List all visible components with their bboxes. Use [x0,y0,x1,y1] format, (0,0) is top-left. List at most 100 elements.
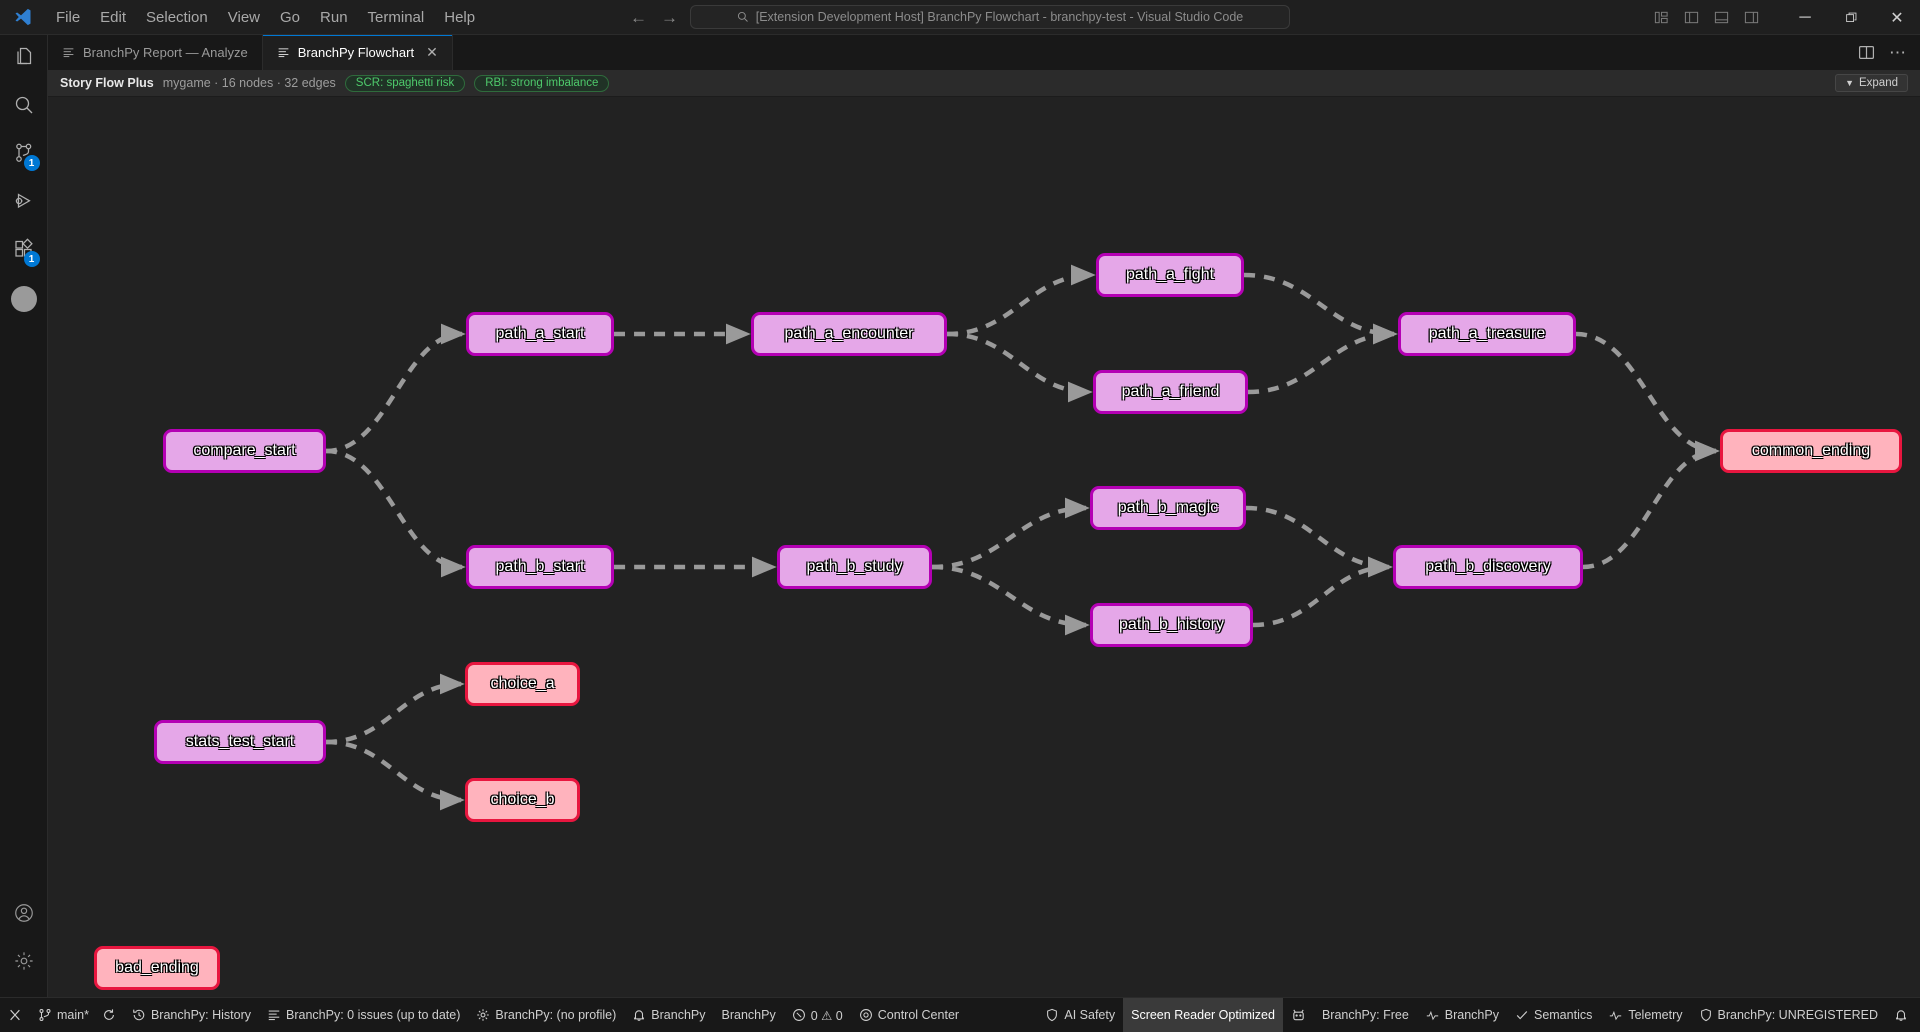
menu-item-go[interactable]: Go [280,8,301,26]
status-branchpy-free-label: BranchPy: Free [1321,1008,1409,1022]
status-branchpy-pulse[interactable]: BranchPy [1417,998,1507,1032]
flowchart-node-choice_a[interactable]: choice_a [465,662,580,706]
flowchart-node-path_b_discovery[interactable]: path_b_discovery [1393,545,1583,589]
flowchart-node-path_a_treasure[interactable]: path_a_treasure [1398,312,1576,356]
check-icon [1515,1008,1529,1022]
flowchart-edges [325,264,1720,811]
accounts-button[interactable] [0,891,48,939]
flowchart-edge-path_b_history-to-path_b_discovery [1252,556,1393,628]
sidebar-item-run-and-debug[interactable] [0,179,48,227]
window-controls-area: ─ ✕ [1648,0,1920,35]
toggle-primary-sidebar-icon[interactable] [1678,5,1704,31]
toggle-secondary-sidebar-icon[interactable] [1738,5,1764,31]
flowchart-node-path_b_study[interactable]: path_b_study [777,545,932,589]
status-branchpy-profile[interactable]: BranchPy: (no profile) [468,998,624,1032]
menu-item-terminal[interactable]: Terminal [367,8,425,26]
preview-icon [277,46,290,59]
status-branch[interactable]: main* [30,998,124,1032]
status-ai-safety[interactable]: AI Safety [1037,998,1123,1032]
forward-icon[interactable]: → [661,7,678,27]
circle-icon [10,286,37,312]
gear-icon [476,1008,490,1022]
manage-settings-button[interactable] [0,939,48,987]
status-branchpy-history[interactable]: BranchPy: History [124,998,259,1032]
status-branchpy-unregistered[interactable]: BranchPy: UNREGISTERED [1691,998,1886,1032]
menu-item-file[interactable]: File [56,8,81,26]
expand-button[interactable]: ▼ Expand [1835,74,1908,92]
flowchart-node-path_a_fight[interactable]: path_a_fight [1096,253,1244,297]
menu-item-help[interactable]: Help [444,8,476,26]
back-icon[interactable]: ← [630,7,647,27]
status-remote-indicator[interactable] [0,998,30,1032]
flowchart-node-label: path_b_discovery [1425,558,1551,575]
sync-icon[interactable] [102,1008,116,1022]
flowchart-node-label: path_a_encounter [784,325,914,342]
command-center[interactable]: [Extension Development Host] BranchPy Fl… [690,5,1290,29]
source-control-icon [12,141,36,170]
vscode-logo-icon [0,0,46,35]
status-branchpy-plain-label: BranchPy [721,1008,776,1022]
list-icon [267,1008,281,1022]
status-semantics[interactable]: Semantics [1507,998,1600,1032]
flowchart-node-label: path_b_magic [1117,499,1219,516]
flowchart-node-common_ending[interactable]: common_ending [1720,429,1902,473]
menu-item-run[interactable]: Run [320,8,348,26]
mascot-icon [1291,1008,1306,1023]
status-branchpy-pulse-label: BranchPy [1444,1008,1499,1022]
status-branchpy-bell[interactable]: BranchPy [624,998,713,1032]
flowchart-canvas[interactable]: compare_start path_a_start path_a_encounte… [48,97,1920,997]
flowchart-edge-path_a_encounter-to-path_a_friend [946,331,1093,403]
status-control-center[interactable]: Control Center [851,998,967,1032]
status-branchpy-issues[interactable]: BranchPy: 0 issues (up to date) [259,998,468,1032]
menu-item-selection[interactable]: Selection [146,8,208,26]
status-telemetry[interactable]: Telemetry [1600,998,1690,1032]
flowchart-node-path_b_start[interactable]: path_b_start [466,545,614,589]
status-badge-rbi: RBI: strong imbalance [474,74,610,92]
status-branchpy-issues-label: BranchPy: 0 issues (up to date) [286,1008,461,1022]
flowchart-node-bad_ending[interactable]: bad_ending [94,946,220,990]
flowchart-node-path_a_start[interactable]: path_a_start [466,312,614,356]
sidebar-item-extensions[interactable]: 1 [0,227,48,275]
flowchart-node-stats_test_start[interactable]: stats_test_start [154,720,326,764]
toggle-panel-icon[interactable] [1708,5,1734,31]
flowchart-node-path_a_friend[interactable]: path_a_friend [1093,370,1248,414]
menu-item-view[interactable]: View [227,8,260,26]
tab-branchpy-flowchart[interactable]: BranchPy Flowchart ✕ [262,35,453,70]
status-screen-reader-optimized[interactable]: Screen Reader Optimized [1123,997,1283,1032]
flowchart-node-path_a_encounter[interactable]: path_a_encounter [751,312,947,356]
flowchart-edge-path_a_friend-to-path_a_treasure [1247,323,1398,395]
status-branchpy-plain[interactable]: BranchPy [714,998,784,1032]
activity-bar: 1 1 [0,35,48,997]
pulse-icon [1425,1009,1440,1022]
maximize-button[interactable] [1828,0,1874,35]
tab-branchpy-report-analyze[interactable]: BranchPy Report — Analyze [48,35,263,70]
status-branchpy-free[interactable]: BranchPy: Free [1314,998,1417,1032]
sidebar-item-explorer[interactable] [0,35,48,83]
flowchart-edge-path_b_magic-to-path_b_discovery [1245,505,1393,578]
flowchart-edge-path_a_treasure-to-common_ending [1575,331,1720,462]
bell-icon [632,1008,646,1022]
status-branchpy-mascot[interactable] [1283,998,1314,1032]
flowchart-node-choice_b[interactable]: choice_b [465,778,580,822]
tab-close-icon[interactable]: ✕ [426,44,438,60]
status-notifications[interactable] [1886,998,1920,1032]
flowchart-node-path_b_magic[interactable]: path_b_magic [1090,486,1246,530]
bell-icon [1894,1008,1908,1022]
flowchart-node-label: path_a_fight [1125,266,1215,283]
menu-item-edit[interactable]: Edit [100,8,127,26]
status-screen-reader-label: Screen Reader Optimized [1131,1008,1275,1022]
flowchart-node-compare_start[interactable]: compare_start [163,429,326,473]
status-telemetry-label: Telemetry [1628,1008,1683,1022]
status-control-center-label: Control Center [877,1008,960,1022]
close-button[interactable]: ✕ [1890,9,1904,27]
sidebar-item-source-control[interactable]: 1 [0,131,48,179]
more-actions-icon[interactable]: ⋯ [1889,42,1906,62]
flowchart-edge-stats_test_start-to-choice_b [325,739,465,811]
status-problems[interactable]: 0 ⚠ 0 [784,998,851,1032]
sidebar-item-remote-indicator[interactable] [0,275,48,323]
customize-layout-icon[interactable] [1648,5,1674,31]
minimize-button[interactable]: ─ [1799,8,1811,26]
flowchart-node-path_b_history[interactable]: path_b_history [1090,603,1253,647]
sidebar-item-search[interactable] [0,83,48,131]
split-editor-icon[interactable] [1858,44,1875,61]
